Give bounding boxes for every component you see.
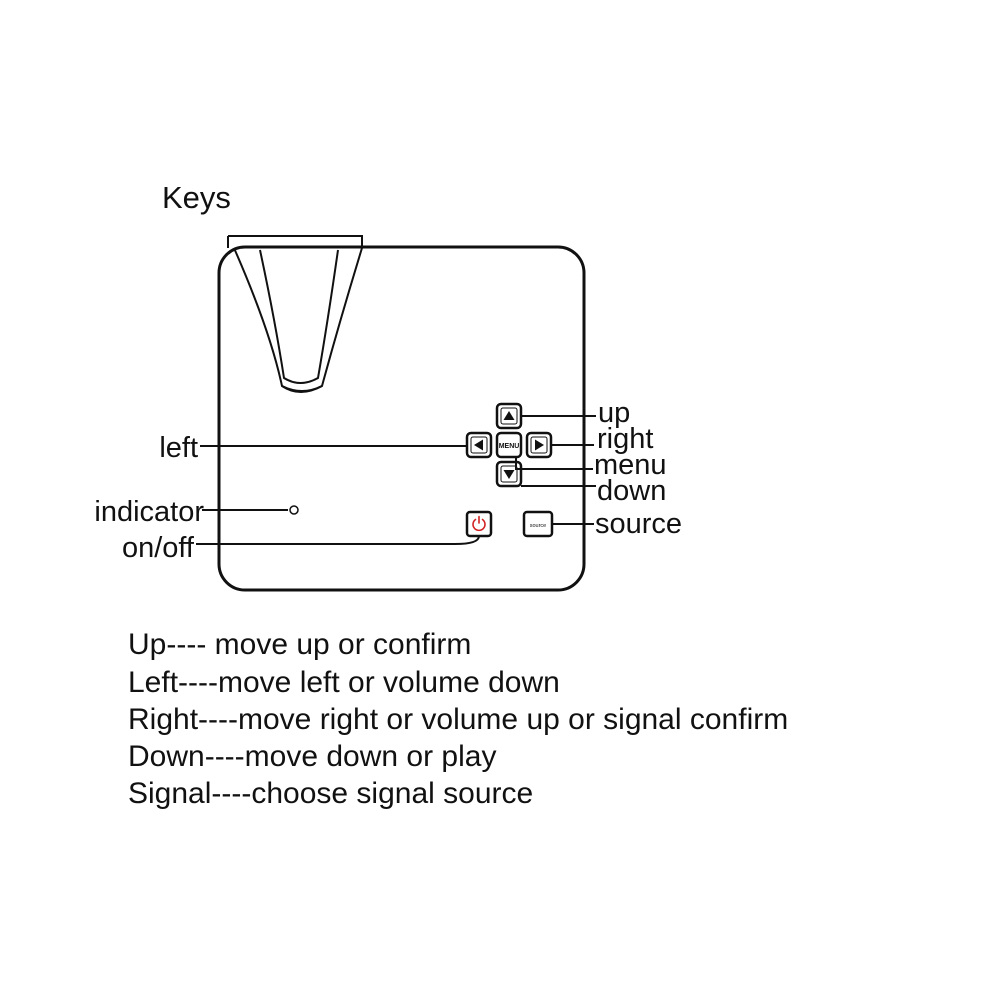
callout-onoff: on/off xyxy=(122,532,195,564)
projector-body xyxy=(217,235,586,592)
down-button[interactable] xyxy=(495,460,523,488)
callout-down: down xyxy=(597,475,666,507)
triangle-down-icon xyxy=(503,470,515,479)
menu-button-text: MENU xyxy=(499,443,520,450)
triangle-up-icon xyxy=(503,411,515,420)
up-button[interactable] xyxy=(495,402,523,430)
diagram-title: Keys xyxy=(162,180,231,215)
callout-menu: menu xyxy=(594,449,667,481)
power-button[interactable] xyxy=(465,510,493,538)
triangle-left-icon xyxy=(474,439,483,451)
description-up: Up---- move up or confirm xyxy=(128,628,472,661)
callout-left: left xyxy=(159,432,198,464)
indicator-light-icon xyxy=(289,505,299,515)
description-left: Left----move left or volume down xyxy=(128,666,560,699)
callout-source: source xyxy=(595,508,682,540)
power-icon xyxy=(472,515,486,532)
triangle-right-icon xyxy=(535,439,544,451)
left-button[interactable] xyxy=(465,431,493,459)
description-down: Down----move down or play xyxy=(128,740,497,773)
lens-cover xyxy=(233,247,363,393)
callout-lines xyxy=(196,415,596,545)
description-signal: Signal----choose signal source xyxy=(128,777,534,810)
source-button-text: source xyxy=(530,523,547,529)
menu-button[interactable]: MENU xyxy=(495,431,523,459)
source-button[interactable]: source xyxy=(522,510,554,538)
right-button[interactable] xyxy=(525,431,553,459)
callout-indicator: indicator xyxy=(94,496,204,528)
callout-right: right xyxy=(597,423,653,455)
callout-up: up xyxy=(598,397,630,429)
description-right: Right----move right or volume up or sign… xyxy=(128,703,789,736)
